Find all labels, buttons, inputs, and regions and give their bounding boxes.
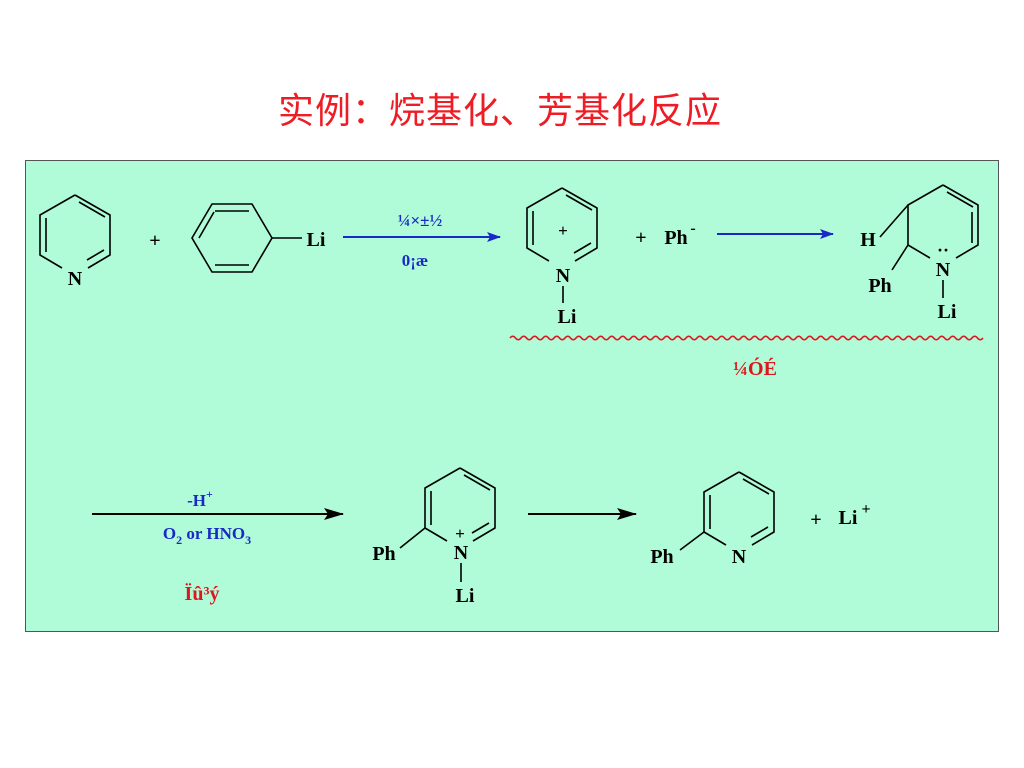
phenyllithium-reactant: Li bbox=[191, 203, 326, 273]
nitrogen-label: N bbox=[68, 268, 83, 290]
arrow3-condition-below: O2 or HNO3 bbox=[163, 524, 251, 547]
dihydropyridine-adduct: H Ph ·· N Li bbox=[860, 184, 979, 323]
phenyl-label: Ph bbox=[372, 543, 395, 565]
elimination-note: Ïû³ý bbox=[185, 582, 220, 605]
addition-note: ¼ÓÉ bbox=[733, 356, 777, 380]
lithium-label: Li bbox=[938, 301, 957, 323]
lithium-label: Li bbox=[456, 585, 475, 607]
lone-pair: ·· bbox=[937, 240, 949, 260]
nitrogen-label: N bbox=[732, 546, 747, 568]
positive-charge: + bbox=[455, 524, 465, 543]
lithium-label: Li bbox=[558, 306, 577, 328]
lithium-label: Li bbox=[307, 229, 326, 251]
phenyl-anion-label: Ph bbox=[664, 227, 687, 249]
nitrogen-label: N bbox=[556, 265, 571, 287]
nitrogen-label: N bbox=[936, 259, 951, 281]
plus-sign: + bbox=[149, 230, 160, 252]
plus-sign: + bbox=[635, 227, 646, 249]
reaction-arrow-3: -H+ O2 or HNO3 Ïû³ý bbox=[92, 487, 344, 605]
arrow1-condition-above: ¼×±½ bbox=[398, 211, 443, 230]
page-title: 实例：烷基化、芳基化反应 bbox=[277, 91, 722, 132]
pyridine-reactant: N bbox=[39, 194, 111, 290]
reaction-panel bbox=[25, 160, 999, 632]
arrow3-condition-above: -H+ bbox=[187, 487, 213, 510]
positive-charge: + bbox=[558, 221, 568, 240]
hydrogen-label: H bbox=[860, 229, 876, 251]
plus-sign: + bbox=[810, 509, 821, 531]
wavy-underline bbox=[509, 335, 984, 341]
nitrogen-label: N bbox=[454, 542, 469, 564]
phenylpyridine-product: Ph N bbox=[650, 471, 775, 568]
phenyl-label: Ph bbox=[868, 275, 891, 297]
lithium-ion-charge: + bbox=[861, 501, 870, 518]
reaction-arrow-1: ¼×±½ 0¡æ bbox=[343, 211, 501, 270]
phenyl-label: Ph bbox=[650, 546, 673, 568]
lithium-ion-label: Li bbox=[839, 507, 858, 529]
negative-charge: - bbox=[690, 220, 695, 237]
phenyl-lithio-pyridinium: Ph + N Li bbox=[372, 467, 496, 607]
n-lithio-pyridinium: + N Li bbox=[526, 187, 598, 328]
arrow1-condition-below: 0¡æ bbox=[402, 251, 428, 270]
